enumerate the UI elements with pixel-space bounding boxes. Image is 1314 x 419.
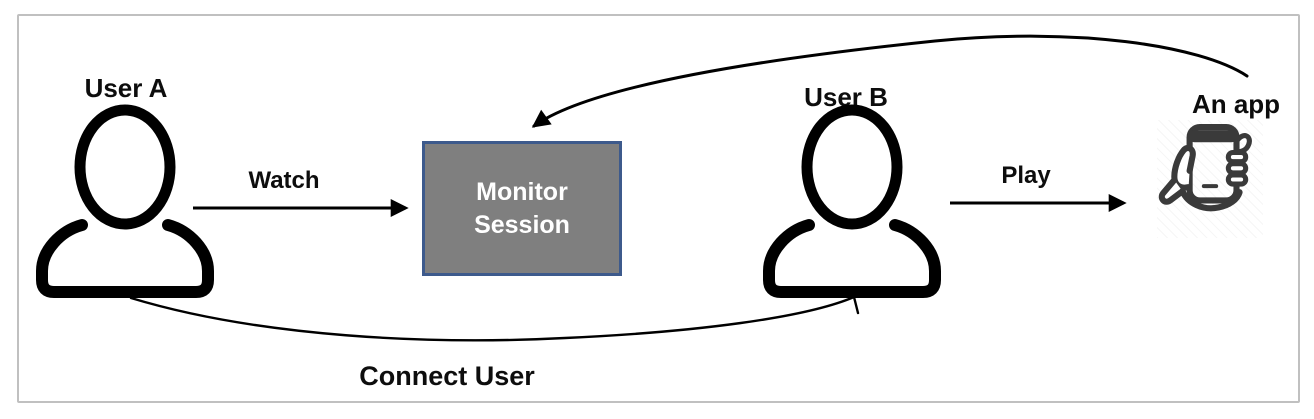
play-edge-label: Play <box>1001 162 1051 189</box>
an-app-label: An app <box>1191 89 1281 119</box>
person-icon <box>763 104 941 298</box>
watch-edge-label: Watch <box>248 167 320 194</box>
user-a-label: User A <box>84 73 168 103</box>
monitor-session-label: Monitor Session <box>474 177 570 239</box>
hand-holding-phone-icon <box>1157 120 1263 238</box>
monitor-session-node: Monitor Session <box>422 141 622 276</box>
person-icon <box>36 104 214 298</box>
connect-user-edge-label: Connect User <box>359 361 535 391</box>
